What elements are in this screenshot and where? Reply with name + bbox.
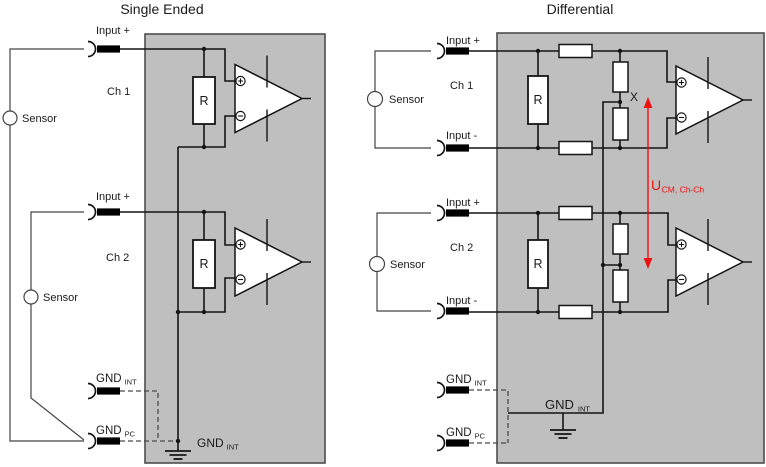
sensor-label: Sensor — [390, 259, 425, 271]
resistor-label-ch1: R — [533, 93, 542, 107]
sensor-icon — [23, 289, 39, 305]
ucm-label: UCM, Ch-Ch — [651, 177, 704, 195]
junction-dot — [535, 48, 541, 54]
ch1-wiring — [120, 48, 235, 148]
sensor-1-wiring — [374, 50, 431, 149]
sensor-label: Sensor — [43, 292, 78, 304]
input-plus-connector-ch1-icon — [87, 40, 121, 58]
gnd-dashed-links — [120, 390, 176, 442]
sensor-2: Sensor — [23, 289, 78, 305]
junction-dot — [617, 309, 623, 315]
junction-dot — [201, 309, 207, 315]
input-resistor-ch2 — [527, 239, 549, 289]
shunt-resistor-ch1 — [192, 76, 216, 125]
junction-dot — [201, 209, 207, 215]
divider-resistor-ch2-top — [612, 223, 629, 255]
series-resistor-ch2-minus — [558, 304, 593, 320]
resistor-label-ch1: R — [199, 94, 208, 108]
junction-dot — [535, 210, 541, 216]
sensor-1: Sensor — [366, 90, 424, 108]
ucm-arrowhead-up-icon — [643, 97, 653, 108]
sensor-icon — [368, 255, 386, 273]
ch2-wiring — [120, 211, 235, 313]
common-mode-voltage-arrow: UCM, Ch-Ch — [643, 97, 704, 269]
junction-dot — [175, 309, 181, 315]
resistor-label-ch2: R — [199, 257, 208, 271]
diagram-title: Differential — [547, 1, 614, 17]
channel-2-label: Ch 2 — [106, 252, 129, 264]
input-plus-connector-ch2-icon — [87, 203, 121, 221]
channel-1-label: Ch 1 — [450, 80, 473, 92]
resistor-label-ch2: R — [533, 257, 542, 271]
junction-dot — [201, 144, 207, 150]
input-plus-label-ch1: Input + — [446, 35, 480, 47]
series-resistor-ch2-plus — [558, 205, 593, 221]
x-node-label: X — [630, 90, 638, 104]
shunt-resistor-ch2 — [192, 239, 216, 289]
series-resistor-ch1-minus — [558, 140, 593, 156]
junction-dot — [175, 438, 181, 444]
junction-dot — [201, 46, 207, 52]
gnd-dashed-links — [469, 389, 509, 444]
sensor-label: Sensor — [389, 94, 424, 106]
junction-dot — [617, 210, 623, 216]
internal-gnd-bus — [508, 101, 620, 430]
junction-dot — [600, 262, 606, 268]
channel-2-label: Ch 2 — [450, 242, 473, 254]
diagram-title: Single Ended — [120, 1, 203, 17]
divider-resistor-ch1-bottom — [612, 107, 629, 141]
ucm-arrowhead-down-icon — [643, 258, 653, 269]
sensor-1-wiring — [9, 48, 84, 442]
input-minus-label-ch1: Input - — [446, 130, 478, 142]
input-plus-label-ch2: Input + — [446, 197, 480, 209]
junction-dot — [617, 99, 623, 105]
sensor-2-wiring — [30, 211, 85, 441]
divider-resistor-ch2-bottom — [612, 269, 629, 303]
junction-dot — [617, 48, 623, 54]
sensor-icon — [366, 90, 384, 108]
sensor-2: Sensor — [368, 255, 425, 273]
single-ended-diagram: Single Ended Sensor Sensor Input + Input… — [2, 1, 326, 464]
input-resistor-ch1 — [527, 75, 549, 125]
sensor-icon — [2, 110, 18, 126]
input-plus-label-ch1: Input + — [96, 25, 130, 37]
channel-1-label: Ch 1 — [107, 86, 130, 98]
ch2-wiring — [469, 212, 676, 313]
gnd-int-connector-icon — [87, 382, 121, 400]
junction-dot — [617, 145, 623, 151]
junction-dot — [617, 262, 623, 268]
input-minus-label-ch2: Input - — [446, 295, 478, 307]
junction-dot — [535, 145, 541, 151]
differential-diagram: Differential Sensor Sensor Input + Input… — [366, 1, 765, 464]
divider-resistor-ch1-top — [612, 61, 629, 93]
sensor-2-wiring — [376, 212, 431, 312]
input-plus-label-ch2: Input + — [96, 191, 130, 203]
sensor-label: Sensor — [22, 113, 57, 125]
input-minus-connector-ch1-icon — [436, 139, 470, 157]
series-resistor-ch1-plus — [558, 43, 593, 59]
junction-dot — [535, 309, 541, 315]
junction-dots — [535, 48, 623, 315]
junction-dots — [175, 46, 207, 444]
sensor-1: Sensor — [2, 110, 57, 126]
